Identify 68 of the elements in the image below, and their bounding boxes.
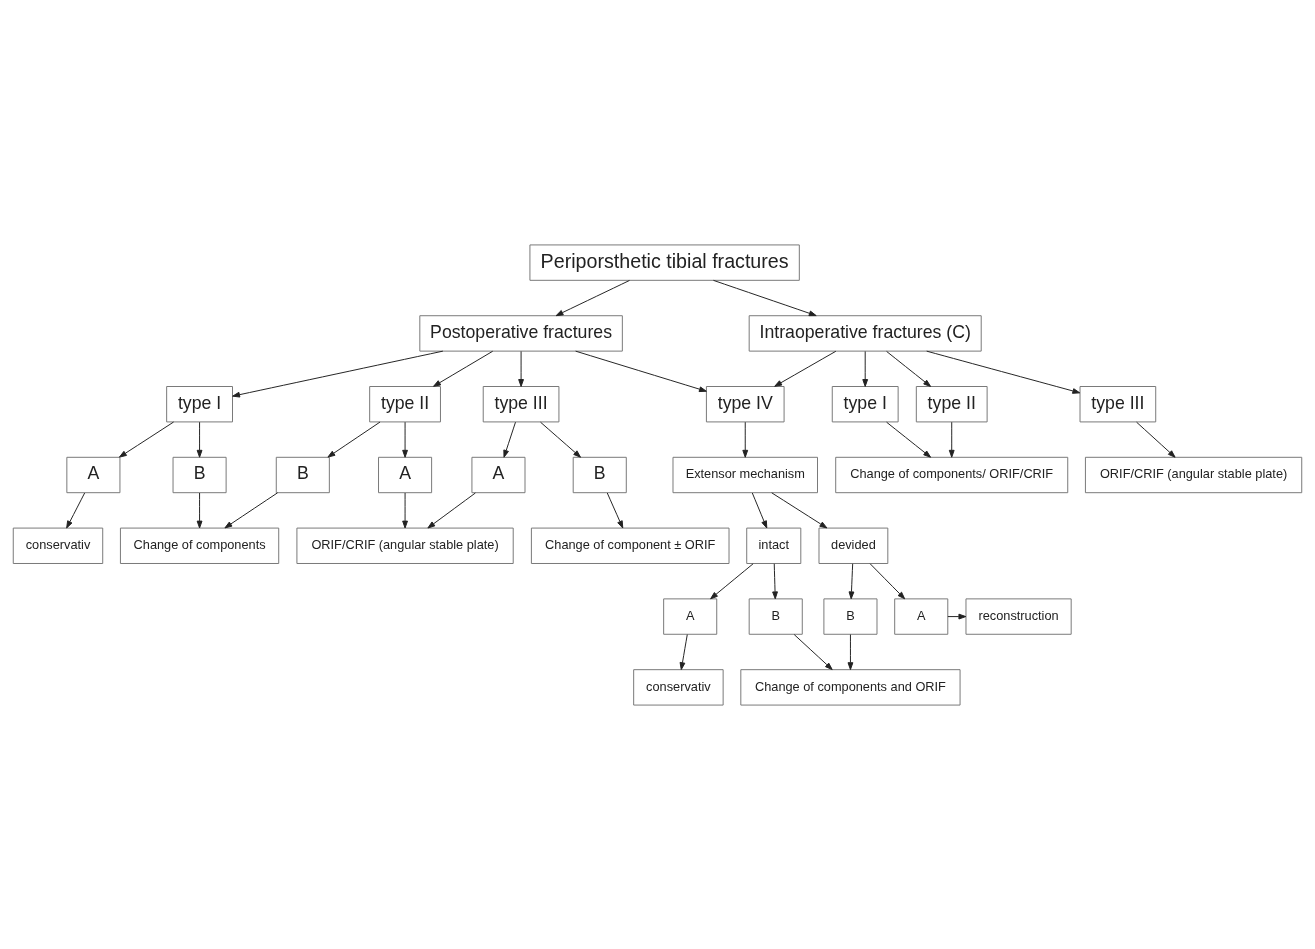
- arrow: [742, 421, 749, 458]
- arrow: [555, 279, 630, 316]
- arrow: [848, 562, 855, 599]
- node-box: ORIF/CRIF (angular stable plate): [1084, 456, 1303, 493]
- arrow: [774, 350, 837, 387]
- node-box: B: [572, 456, 627, 493]
- arrow: [886, 421, 932, 458]
- node-box: Change of components: [119, 527, 280, 564]
- arrow: [1136, 421, 1176, 458]
- arrow: [575, 350, 707, 392]
- node-box: A: [378, 456, 433, 493]
- node-box: Postoperative fractures: [419, 314, 623, 352]
- node-box: A: [663, 597, 718, 635]
- arrow: [402, 421, 408, 458]
- node-box: type III: [482, 385, 560, 422]
- arrow: [224, 491, 279, 528]
- node-box: A: [471, 456, 526, 493]
- node-box: type I: [831, 385, 899, 422]
- arrow: [606, 492, 624, 528]
- arrow: [503, 421, 516, 458]
- node-box: type II: [915, 385, 988, 422]
- arrow: [847, 633, 854, 670]
- arrow: [948, 421, 955, 458]
- node-box: Change of components and ORIF: [740, 668, 961, 706]
- arrow: [751, 492, 768, 528]
- node-box: B: [748, 597, 803, 635]
- arrow: [232, 350, 444, 398]
- node-box: type IV: [705, 385, 785, 422]
- arrow: [947, 613, 967, 619]
- node-box: Change of component ± ORIF: [530, 527, 730, 564]
- arrow: [540, 421, 581, 458]
- node-box: Periporsthetic tibial fractures: [529, 243, 800, 281]
- arrow: [196, 492, 203, 528]
- arrow: [869, 562, 906, 599]
- arrow: [327, 421, 381, 458]
- arrow: [66, 492, 86, 528]
- arrow: [926, 350, 1081, 394]
- arrow: [712, 279, 817, 316]
- arrow: [793, 633, 833, 670]
- node-box: type II: [369, 385, 441, 422]
- node-box: type III: [1079, 385, 1157, 422]
- node-box: conservativ: [633, 668, 724, 706]
- node-box: reconstruction: [965, 597, 1072, 635]
- node-box: intact: [746, 527, 802, 564]
- node-box: A: [894, 597, 949, 635]
- arrow: [433, 350, 494, 387]
- arrow: [196, 421, 203, 458]
- node-box: B: [275, 456, 330, 493]
- node-box: ORIF/CRIF (angular stable plate): [296, 527, 514, 564]
- node-box: Extensor mechanism: [672, 456, 818, 493]
- node-box: A: [66, 456, 121, 493]
- node-box: Change of components/ ORIF/CRIF: [835, 456, 1069, 493]
- arrow: [119, 421, 175, 458]
- node-box: Intraoperative fractures (C): [748, 314, 982, 352]
- arrow: [402, 492, 408, 528]
- arrow: [772, 562, 778, 599]
- arrow: [886, 350, 932, 387]
- arrow: [710, 562, 754, 599]
- node-box: devided: [818, 527, 889, 564]
- arrow: [427, 492, 476, 528]
- arrow: [862, 350, 869, 387]
- node-box: conservativ: [12, 527, 104, 564]
- node-box: B: [172, 456, 227, 493]
- node-box: B: [823, 597, 878, 635]
- arrow: [771, 491, 828, 528]
- arrow: [518, 350, 524, 387]
- arrow: [679, 633, 688, 670]
- node-box: type I: [166, 385, 233, 422]
